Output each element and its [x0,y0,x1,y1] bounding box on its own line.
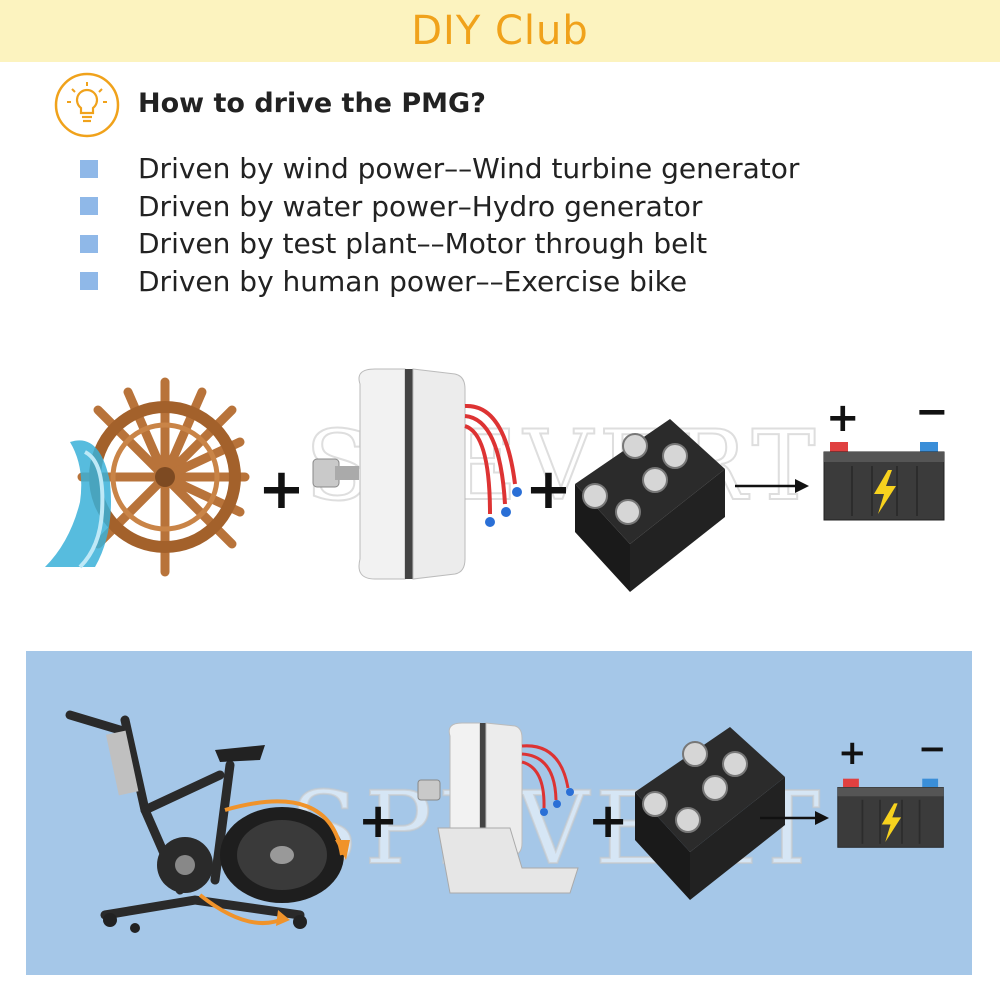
bullet-square-icon [80,272,98,291]
list-item: Driven by wind power––Wind turbine gener… [80,150,799,188]
plus-sign: + [258,457,305,522]
arrow-right-icon [735,479,809,493]
header-banner: DIY Club [0,0,1000,62]
question-heading: How to drive the PMG? [138,88,486,119]
list-item: Driven by water power–Hydro generator [80,188,799,226]
battery-icon [837,778,944,848]
drive-methods-list: Driven by wind power––Wind turbine gener… [80,150,799,300]
battery-minus-sign: − [918,729,947,769]
list-item: Driven by human power––Exercise bike [80,263,799,301]
rectifier-bridge [575,419,725,592]
lightbulb-icon [54,72,120,138]
generator [417,722,579,894]
generator [312,368,522,580]
water-wheel [45,377,250,577]
plus-sign: + [525,457,572,522]
battery-plus-sign: + [838,733,867,773]
battery-icon [823,442,945,521]
arrow-right-icon [760,811,829,825]
list-item-text: Driven by water power–Hydro generator [138,189,703,223]
bullet-square-icon [80,234,98,253]
page-title: DIY Club [411,8,589,54]
rectifier-bridge [635,727,785,900]
plus-sign: + [588,793,629,849]
list-item-text: Driven by test plant––Motor through belt [138,227,708,261]
battery-plus-sign: + [826,395,860,441]
plus-sign: + [358,793,399,849]
list-item: Driven by test plant––Motor through belt [80,225,799,263]
battery-minus-sign: − [915,389,949,435]
list-item-text: Driven by wind power––Wind turbine gener… [138,152,800,186]
bullet-square-icon [80,197,98,216]
list-item-text: Driven by human power––Exercise bike [138,264,688,298]
exercise-bike [65,710,350,933]
bullet-square-icon [80,159,98,178]
